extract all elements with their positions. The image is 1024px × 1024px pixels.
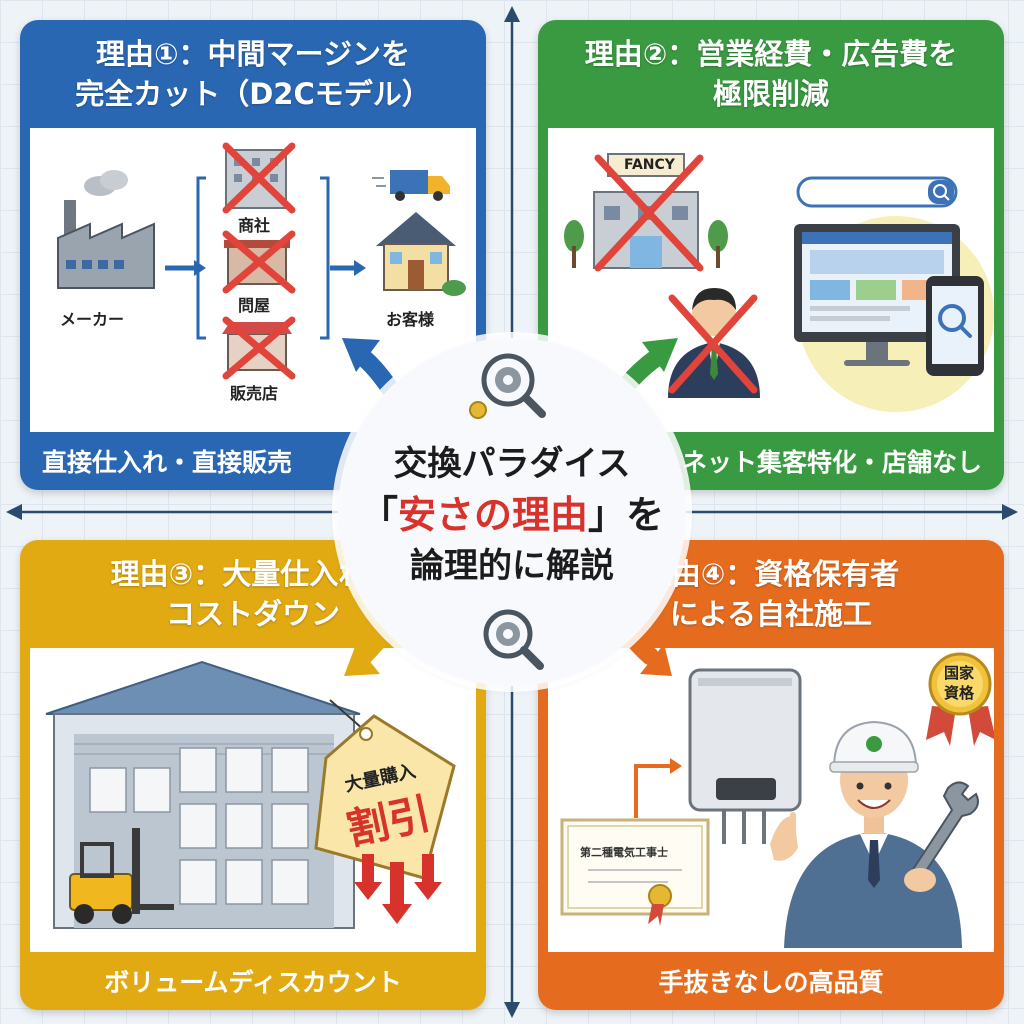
badge-label-line1: 国家 (944, 664, 975, 682)
down-arrows-icon (354, 854, 442, 924)
national-license-badge-icon (926, 652, 994, 746)
reason-2-footer: ネット集客特化・店舗なし (681, 448, 982, 477)
wrench-icon (904, 781, 979, 892)
reason-4-title: 理由④：資格保有者 による自社施工 (642, 557, 900, 631)
factory-icon (57, 170, 155, 289)
reason-4-footer: 手抜きなしの高品質 (658, 968, 884, 997)
discount-tag-icon (314, 699, 456, 880)
center-title-line1: 交換パラダイス (393, 444, 631, 484)
center-title-line3: 論理的に解説 (410, 546, 614, 586)
customer-label: お客様 (386, 310, 435, 329)
reason-4-panel: 理由④：資格保有者 による自社施工 (538, 540, 1004, 1010)
pointer-arrow-icon (634, 758, 682, 818)
center-title-line2: 「安さの理由」を (359, 493, 665, 537)
wholesaler-label: 問屋 (238, 296, 271, 315)
storefront-icon (564, 153, 728, 272)
house-icon (376, 212, 466, 296)
center-title-circle: 交換パラダイス 「安さの理由」を 論理的に解説 (338, 338, 686, 686)
water-heater-stock-icon (89, 747, 309, 905)
reason-1-footer: 直接仕入れ・直接販売 (42, 448, 293, 477)
reason-2-panel: 理由②：営業経費・広告費を 極限削減 (538, 20, 1004, 490)
gear-magnifier-icon (469, 353, 546, 419)
search-bar-icon (796, 176, 958, 208)
delivery-truck-icon (372, 170, 450, 201)
wholesaler-icon (222, 230, 296, 294)
retailer-icon (222, 316, 296, 380)
reason-1-title: 理由①：中間マージンを 完全カット（D2Cモデル） (75, 37, 431, 111)
forklift-icon (69, 828, 174, 924)
reason-3-panel: 理由③：大量仕入れで コストダウン (20, 540, 486, 1010)
maker-label: メーカー (60, 310, 125, 329)
gear-magnifier-icon (483, 609, 544, 670)
retailer-label: 販売店 (230, 384, 279, 403)
certificate-icon (560, 818, 710, 926)
trading-company-icon (222, 142, 296, 214)
badge-label-line2: 資格 (944, 684, 975, 702)
reason-2-title: 理由②：営業経費・広告費を 極限削減 (584, 37, 958, 111)
reason-3-footer: ボリュームディスカウント (104, 968, 402, 997)
reason-4-illustration: 第二種電気工事士 国家 資格 (548, 648, 994, 952)
salesperson-icon (668, 288, 760, 398)
trading-company-label: 商社 (238, 216, 271, 235)
store-sign-label: FANCY (624, 157, 675, 173)
smartphone-search-icon (926, 276, 984, 376)
reason-3-illustration: 大量購入 割引 (30, 648, 476, 952)
certificate-label: 第二種電気工事士 (580, 846, 668, 859)
center-title-highlight: 安さの理由 (397, 493, 588, 537)
water-heater-icon (688, 668, 802, 844)
